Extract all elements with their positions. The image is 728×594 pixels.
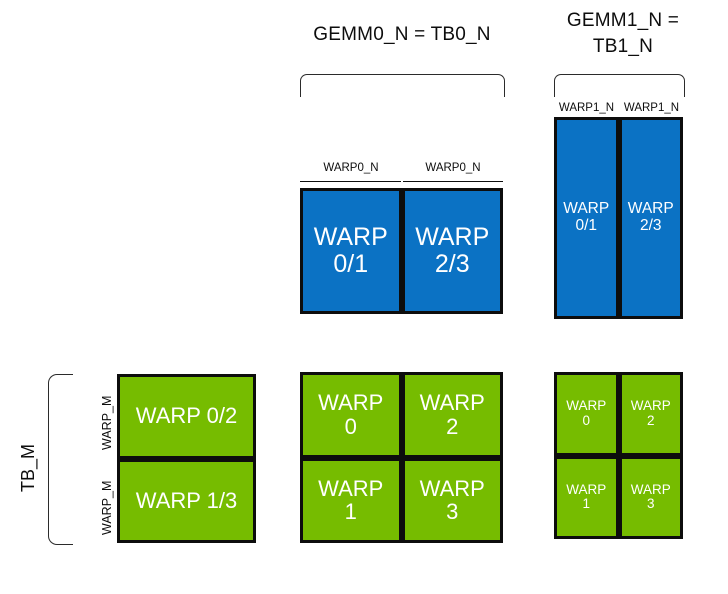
right-green-cell-0-0[interactable]: WARP 0 xyxy=(554,372,619,456)
right-green-block-group: WARP 0 WARP 2 WARP 1 WARP 3 xyxy=(554,372,683,539)
gemm1-blue-block-group: WARP 0/1 WARP 2/3 xyxy=(554,117,683,319)
middle-green-block-group: WARP 0 WARP 2 WARP 1 WARP 3 xyxy=(300,372,503,543)
gemm0-span-bracket xyxy=(300,74,505,97)
gemm1-tick-label-0: WARP1_N xyxy=(558,102,615,114)
right-green-cell-1-0[interactable]: WARP 1 xyxy=(554,455,619,539)
middle-green-row-1: WARP 1 WARP 3 xyxy=(300,457,503,543)
left-green-row-label-1: WARP_M xyxy=(100,480,114,535)
left-green-cell-0[interactable]: WARP 0/2 xyxy=(117,374,256,459)
gemm1-blue-cell-0[interactable]: WARP 0/1 xyxy=(554,117,619,319)
tb-m-label: TB_M xyxy=(18,443,38,492)
gemm1-blue-cell-1[interactable]: WARP 2/3 xyxy=(618,117,683,319)
right-green-row-1: WARP 1 WARP 3 xyxy=(554,455,683,539)
gemm0-blue-cell-0[interactable]: WARP 0/1 xyxy=(300,188,402,314)
middle-green-cell-1-0[interactable]: WARP 1 xyxy=(300,457,402,543)
gemm0-blue-cell-1[interactable]: WARP 2/3 xyxy=(401,188,503,314)
gemm0-blue-block-group: WARP 0/1 WARP 2/3 xyxy=(300,188,503,314)
right-green-cell-0-1[interactable]: WARP 2 xyxy=(618,372,683,456)
gemm1-span-bracket xyxy=(554,74,685,97)
gemm0-tick-label-0: WARP0_N xyxy=(323,162,379,174)
tb-m-bracket xyxy=(48,374,73,545)
gemm1-tick-label-1: WARP1_N xyxy=(623,102,680,114)
left-green-row-label-0: WARP_M xyxy=(100,395,114,450)
right-green-row-0: WARP 0 WARP 2 xyxy=(554,372,683,456)
left-green-cell-1[interactable]: WARP 1/3 xyxy=(117,458,256,543)
middle-green-row-0: WARP 0 WARP 2 xyxy=(300,372,503,458)
gemm1-title: GEMM1_N = TB1_N xyxy=(566,10,680,57)
middle-green-cell-1-1[interactable]: WARP 3 xyxy=(401,457,503,543)
right-green-cell-1-1[interactable]: WARP 3 xyxy=(618,455,683,539)
left-green-block-group: WARP 0/2 WARP 1/3 xyxy=(117,374,256,543)
gemm0-tick-label-1: WARP0_N xyxy=(425,162,481,174)
gemm0-tick-rule-1 xyxy=(403,181,503,182)
gemm0-tick-rule-0 xyxy=(300,181,401,182)
middle-green-cell-0-1[interactable]: WARP 2 xyxy=(401,372,503,458)
gemm0-title: GEMM0_N = TB0_N xyxy=(313,24,491,45)
middle-green-cell-0-0[interactable]: WARP 0 xyxy=(300,372,402,458)
